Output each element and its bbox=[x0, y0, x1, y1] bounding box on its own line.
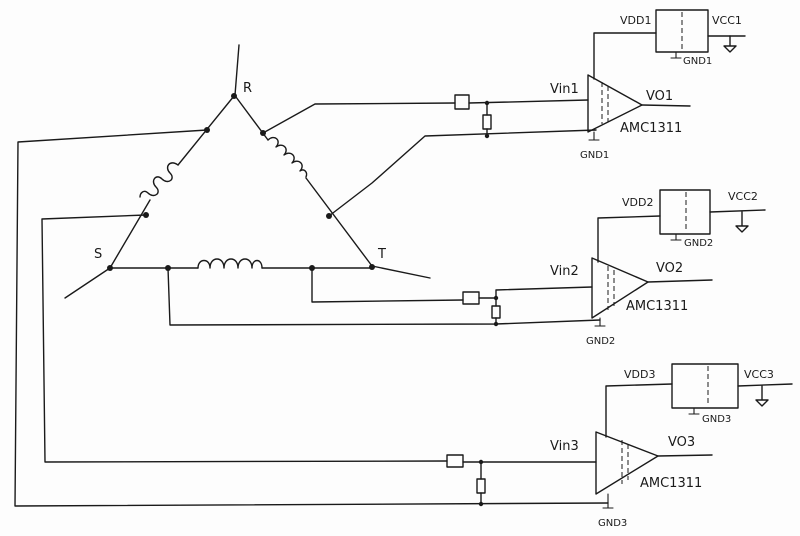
wire-ch2-vin bbox=[478, 286, 593, 299]
ch3-gnd-iso-symbol bbox=[688, 407, 700, 415]
ch1-vout-label: VO1 bbox=[646, 89, 673, 104]
ch3-isolation-barrier bbox=[621, 440, 629, 484]
ch1-gnd-in-label: GND1 bbox=[580, 150, 609, 161]
ch3-amplifier-triangle bbox=[595, 431, 659, 495]
wire-ch1-vdd bbox=[593, 32, 657, 80]
ch2-chip-label: AMC1311 bbox=[626, 299, 688, 314]
node-t-label: T bbox=[377, 247, 386, 262]
ch2-vdd-label: VDD2 bbox=[622, 196, 653, 209]
ch3-dot-top bbox=[478, 459, 484, 465]
wire-ch3-in-bottom bbox=[14, 129, 609, 507]
ch1-gnd-iso-symbol bbox=[670, 51, 682, 59]
ch1-vcc-label: VCC1 bbox=[712, 14, 742, 27]
wire-ch2-vout bbox=[647, 279, 713, 283]
wire-ch2-in-top bbox=[311, 267, 464, 303]
wire-t-stub bbox=[371, 265, 431, 279]
ch3-vout-label: VO3 bbox=[668, 435, 695, 450]
ch2-gnd-in-label: GND2 bbox=[586, 336, 615, 347]
ch3-dot-bottom bbox=[478, 501, 484, 507]
ch1-gnd-in-symbol bbox=[588, 131, 600, 141]
wire-ch3-in-top bbox=[41, 214, 448, 463]
wire-ch2-vdd bbox=[597, 215, 661, 263]
ch2-series-resistor bbox=[462, 291, 480, 305]
ch3-gnd-arrow-icon bbox=[755, 385, 769, 407]
node-r-label: R bbox=[243, 81, 252, 96]
ch3-vin-label: Vin3 bbox=[550, 439, 579, 454]
wire-ch3-vout bbox=[657, 454, 713, 457]
coil-rs bbox=[139, 162, 179, 198]
ch1-isolation-barrier bbox=[601, 82, 609, 124]
ch3-gnd-iso-label: GND3 bbox=[702, 414, 731, 425]
wire-ch2-in-bottom bbox=[167, 267, 601, 326]
ch2-isolation-barrier bbox=[607, 266, 615, 310]
wire-ch1-in-top bbox=[262, 102, 456, 134]
wire-s-stub bbox=[64, 267, 111, 299]
ch2-isolated-supply bbox=[659, 189, 711, 235]
ch2-gnd-iso-symbol bbox=[670, 233, 682, 241]
ch1-chip-label: AMC1311 bbox=[620, 121, 682, 136]
ch1-dot-bottom bbox=[484, 133, 490, 139]
coil-st bbox=[197, 258, 263, 269]
delta-triangle: R S T bbox=[64, 44, 431, 299]
ch3-gnd-in-symbol bbox=[602, 493, 614, 509]
amc1311-ch3: VDD3 VCC3 GND3 Vin3 VO3 AMC1311 GND3 bbox=[550, 363, 793, 529]
wire-ch2-vcc bbox=[709, 209, 766, 213]
ch3-series-resistor bbox=[446, 454, 464, 468]
amc1311-ch1: VDD1 VCC1 GND1 Vin1 VO1 AMC1311 GND1 bbox=[550, 9, 746, 161]
ch3-chip-label: AMC1311 bbox=[640, 476, 702, 491]
ch2-vout-label: VO2 bbox=[656, 261, 683, 276]
wire-ch3-vcc bbox=[737, 383, 793, 387]
ch2-dot-bottom bbox=[493, 321, 499, 327]
ch2-vin-label: Vin2 bbox=[550, 264, 579, 279]
channel-1-wiring bbox=[262, 94, 597, 217]
ch1-series-resistor bbox=[454, 94, 470, 110]
ch3-isolated-supply bbox=[671, 363, 739, 409]
wire-ch3-vdd bbox=[605, 383, 673, 438]
wire-ch1-vout bbox=[641, 104, 691, 107]
ch3-gnd-in-label: GND3 bbox=[598, 518, 627, 529]
ch1-amplifier-triangle bbox=[587, 74, 643, 133]
ch2-gnd-arrow-icon bbox=[735, 211, 749, 233]
ch1-gnd-arrow-icon bbox=[723, 35, 737, 53]
coil-rt bbox=[267, 136, 308, 178]
channel-3-wiring bbox=[14, 129, 609, 507]
ch2-dot-top bbox=[493, 295, 499, 301]
wire-rs-bottom bbox=[109, 199, 151, 269]
ch2-gnd-in-symbol bbox=[594, 317, 606, 327]
ch3-vdd-label: VDD3 bbox=[624, 368, 655, 381]
channel-2-wiring bbox=[167, 267, 601, 327]
ch2-gnd-iso-label: GND2 bbox=[684, 238, 713, 249]
amc1311-ch2: VDD2 VCC2 GND2 Vin2 VO2 AMC1311 GND2 bbox=[550, 189, 766, 347]
ch1-vdd-label: VDD1 bbox=[620, 14, 651, 27]
ch2-shunt-resistor bbox=[491, 305, 501, 319]
node-s-dot bbox=[107, 265, 113, 271]
ch1-shunt-resistor bbox=[482, 114, 492, 130]
wire-r-stub bbox=[234, 44, 240, 96]
ch2-amplifier-triangle bbox=[591, 257, 649, 319]
ch1-isolated-supply bbox=[655, 9, 709, 53]
ch2-vcc-label: VCC2 bbox=[728, 190, 758, 203]
ch1-vin-label: Vin1 bbox=[550, 82, 579, 97]
wire-ch1-in-bottom bbox=[328, 129, 597, 217]
node-r-dot bbox=[231, 93, 237, 99]
wire-rt-bottom bbox=[305, 177, 373, 267]
ch1-gnd-iso-label: GND1 bbox=[683, 56, 712, 67]
ch1-dot-top bbox=[484, 100, 490, 106]
ch3-shunt-resistor bbox=[476, 478, 486, 494]
ch3-vcc-label: VCC3 bbox=[744, 368, 774, 381]
node-t-dot bbox=[369, 264, 375, 270]
node-s-label: S bbox=[94, 247, 102, 262]
